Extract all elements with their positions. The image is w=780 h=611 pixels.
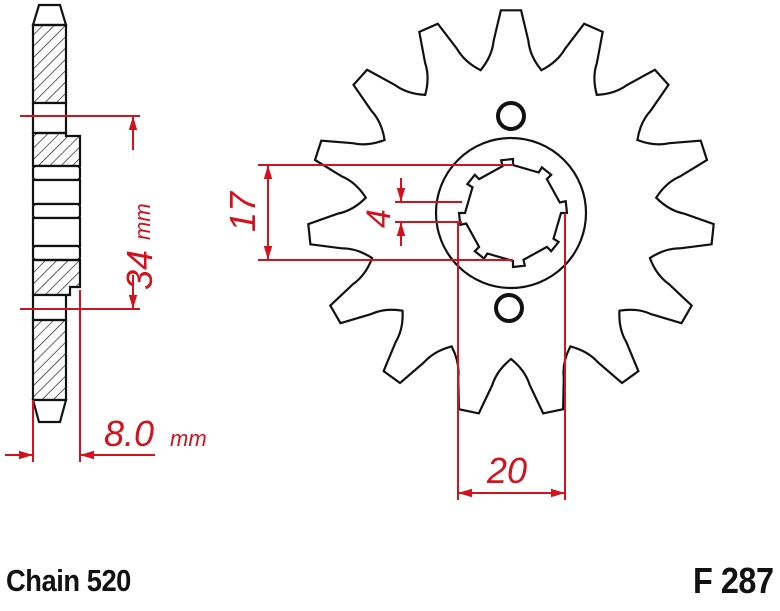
part-number-label: F 287 bbox=[693, 560, 774, 601]
hub-circle bbox=[434, 136, 588, 290]
hub-diameter-label: 34 mm bbox=[119, 203, 160, 290]
sprocket-teeth-outline bbox=[307, 9, 715, 415]
svg-text:34: 34 bbox=[119, 250, 160, 290]
front-view-dimensions bbox=[258, 164, 566, 500]
bolt-hole-top bbox=[496, 101, 526, 131]
thickness-label: 8.0 mm bbox=[104, 413, 207, 454]
svg-text:4: 4 bbox=[360, 209, 398, 228]
bore-width-label: 20 bbox=[486, 450, 527, 491]
svg-text:mm: mm bbox=[170, 426, 207, 451]
svg-text:8.0: 8.0 bbox=[104, 413, 154, 454]
svg-text:mm: mm bbox=[130, 203, 155, 240]
chain-size-label: Chain 520 bbox=[6, 563, 131, 598]
side-view bbox=[31, 3, 82, 424]
sprocket-front-view bbox=[307, 9, 715, 415]
bolt-hole-bottom bbox=[494, 293, 524, 323]
svg-text:17: 17 bbox=[222, 190, 263, 232]
side-view-dimensions bbox=[5, 115, 155, 462]
spline-depth-label: 17 bbox=[222, 190, 263, 232]
spline-width-label: 4 bbox=[360, 209, 398, 228]
spline-bore bbox=[457, 157, 569, 269]
